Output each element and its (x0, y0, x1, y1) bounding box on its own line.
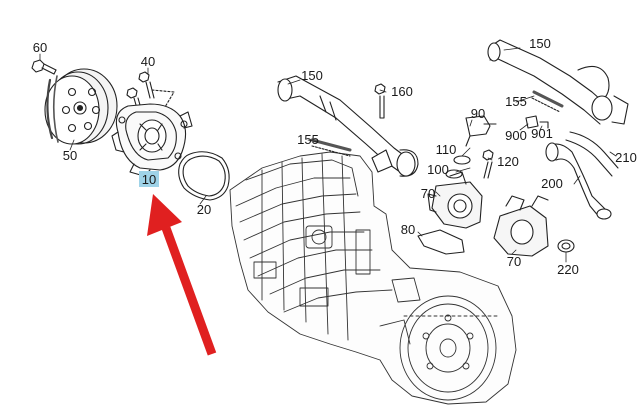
leader-lines (39, 47, 617, 263)
part-label-155b: 155 (505, 94, 527, 109)
clip-part-901 (539, 121, 549, 129)
part-label-160: 160 (391, 84, 413, 99)
part-label-40: 40 (141, 54, 155, 69)
gasket-part-20 (178, 151, 230, 201)
part-label-10: 10 (142, 172, 156, 187)
coolant-pipe-part-150b (487, 39, 629, 125)
part-label-220: 220 (557, 262, 579, 277)
thermostat-housing-part-70b (493, 195, 549, 257)
clamp-part-155b (531, 90, 564, 113)
part-label-150b: 150 (529, 36, 551, 51)
part-label-900: 900 (505, 128, 527, 143)
coolant-pipe-part-150a (277, 75, 419, 177)
bolt-part-120 (482, 149, 494, 179)
part-label-60: 60 (33, 40, 47, 55)
hose-part-210 (565, 131, 619, 177)
part-label-155a: 155 (297, 132, 319, 147)
part-label-901: 901 (531, 126, 553, 141)
thermostat-housing-part-70a (427, 171, 483, 229)
part-label-120: 120 (497, 154, 519, 169)
part-label-200: 200 (541, 176, 563, 191)
gasket-part-80 (417, 229, 465, 255)
part-label-70a: 70 (421, 186, 435, 201)
oring-part-100 (445, 169, 463, 179)
part-label-80: 80 (401, 222, 415, 237)
part-label-150a: 150 (301, 68, 323, 83)
clamp-part-220 (557, 239, 575, 253)
clamp-part-155a (310, 138, 352, 157)
part-label-110: 110 (436, 142, 457, 157)
pulley-part-50 (44, 68, 118, 145)
part-label-20: 20 (197, 202, 211, 217)
engine-block (229, 151, 517, 405)
bolt-part-160 (374, 83, 386, 119)
part-label-50: 50 (63, 148, 77, 163)
red-arrow-indicator (147, 194, 217, 356)
part-label-90: 90 (471, 106, 485, 121)
part-label-70b: 70 (507, 254, 521, 269)
hose-part-200 (545, 142, 612, 220)
part-10-highlight (139, 171, 159, 187)
seal-part-110 (453, 155, 471, 165)
bolt-part-60 (31, 59, 57, 75)
part-label-210: 210 (615, 150, 637, 165)
part-label-100: 100 (427, 162, 449, 177)
